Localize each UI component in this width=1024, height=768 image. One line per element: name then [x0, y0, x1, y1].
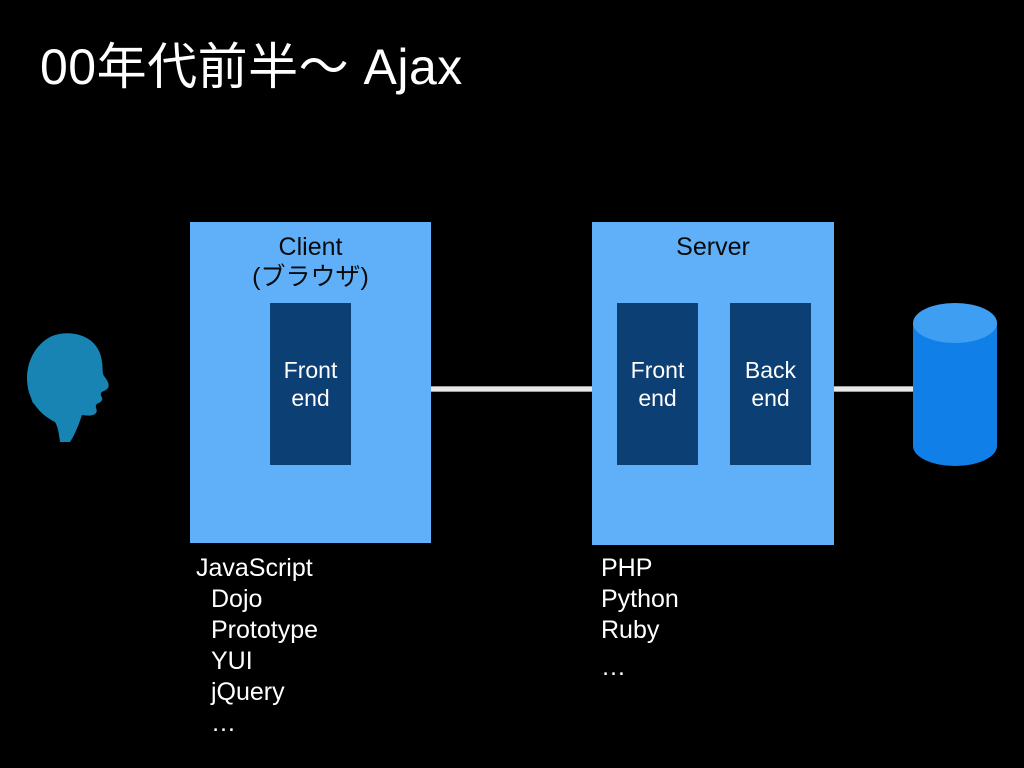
- client-zone-title-line2: (ブラウザ): [252, 263, 369, 291]
- list-item: Python: [601, 585, 679, 613]
- list-item: Dojo: [211, 585, 263, 613]
- server-zone-title: Server: [676, 233, 750, 261]
- list-item: JavaScript: [196, 554, 313, 582]
- server-frontend-box[interactable]: Front end: [617, 303, 698, 465]
- list-item: PHP: [601, 554, 653, 582]
- server-backend-box[interactable]: Back end: [730, 303, 811, 465]
- list-item: Prototype: [211, 616, 319, 644]
- client-frontend-label-line1: Front: [283, 357, 338, 383]
- server-backend-label-line2: end: [751, 385, 790, 411]
- server-frontend-label-line2: end: [638, 385, 677, 411]
- list-item: Ruby: [601, 616, 660, 644]
- server-zone[interactable]: Server Front end Back end: [592, 222, 834, 545]
- client-frontend-label-line2: end: [291, 385, 330, 411]
- client-zone-title-line1: Client: [278, 233, 343, 261]
- list-item: …: [211, 709, 236, 737]
- person-head-silhouette-icon: [22, 330, 118, 442]
- client-tech-list: JavaScript Dojo Prototype YUI jQuery …: [196, 553, 318, 739]
- list-item: YUI: [211, 647, 253, 675]
- list-item: …: [601, 653, 626, 681]
- connector-server-database: [834, 386, 914, 392]
- client-zone[interactable]: Client (ブラウザ) Front end: [190, 222, 431, 543]
- server-tech-list: PHP Python Ruby …: [601, 553, 679, 683]
- page-title: 00年代前半〜 Ajax: [40, 39, 463, 95]
- list-item: jQuery: [211, 678, 285, 706]
- database-cylinder-icon: [913, 303, 997, 466]
- client-frontend-box[interactable]: Front end: [270, 303, 351, 465]
- connector-client-server: [431, 386, 593, 392]
- server-backend-label-line1: Back: [744, 357, 797, 383]
- server-frontend-label-line1: Front: [630, 357, 685, 383]
